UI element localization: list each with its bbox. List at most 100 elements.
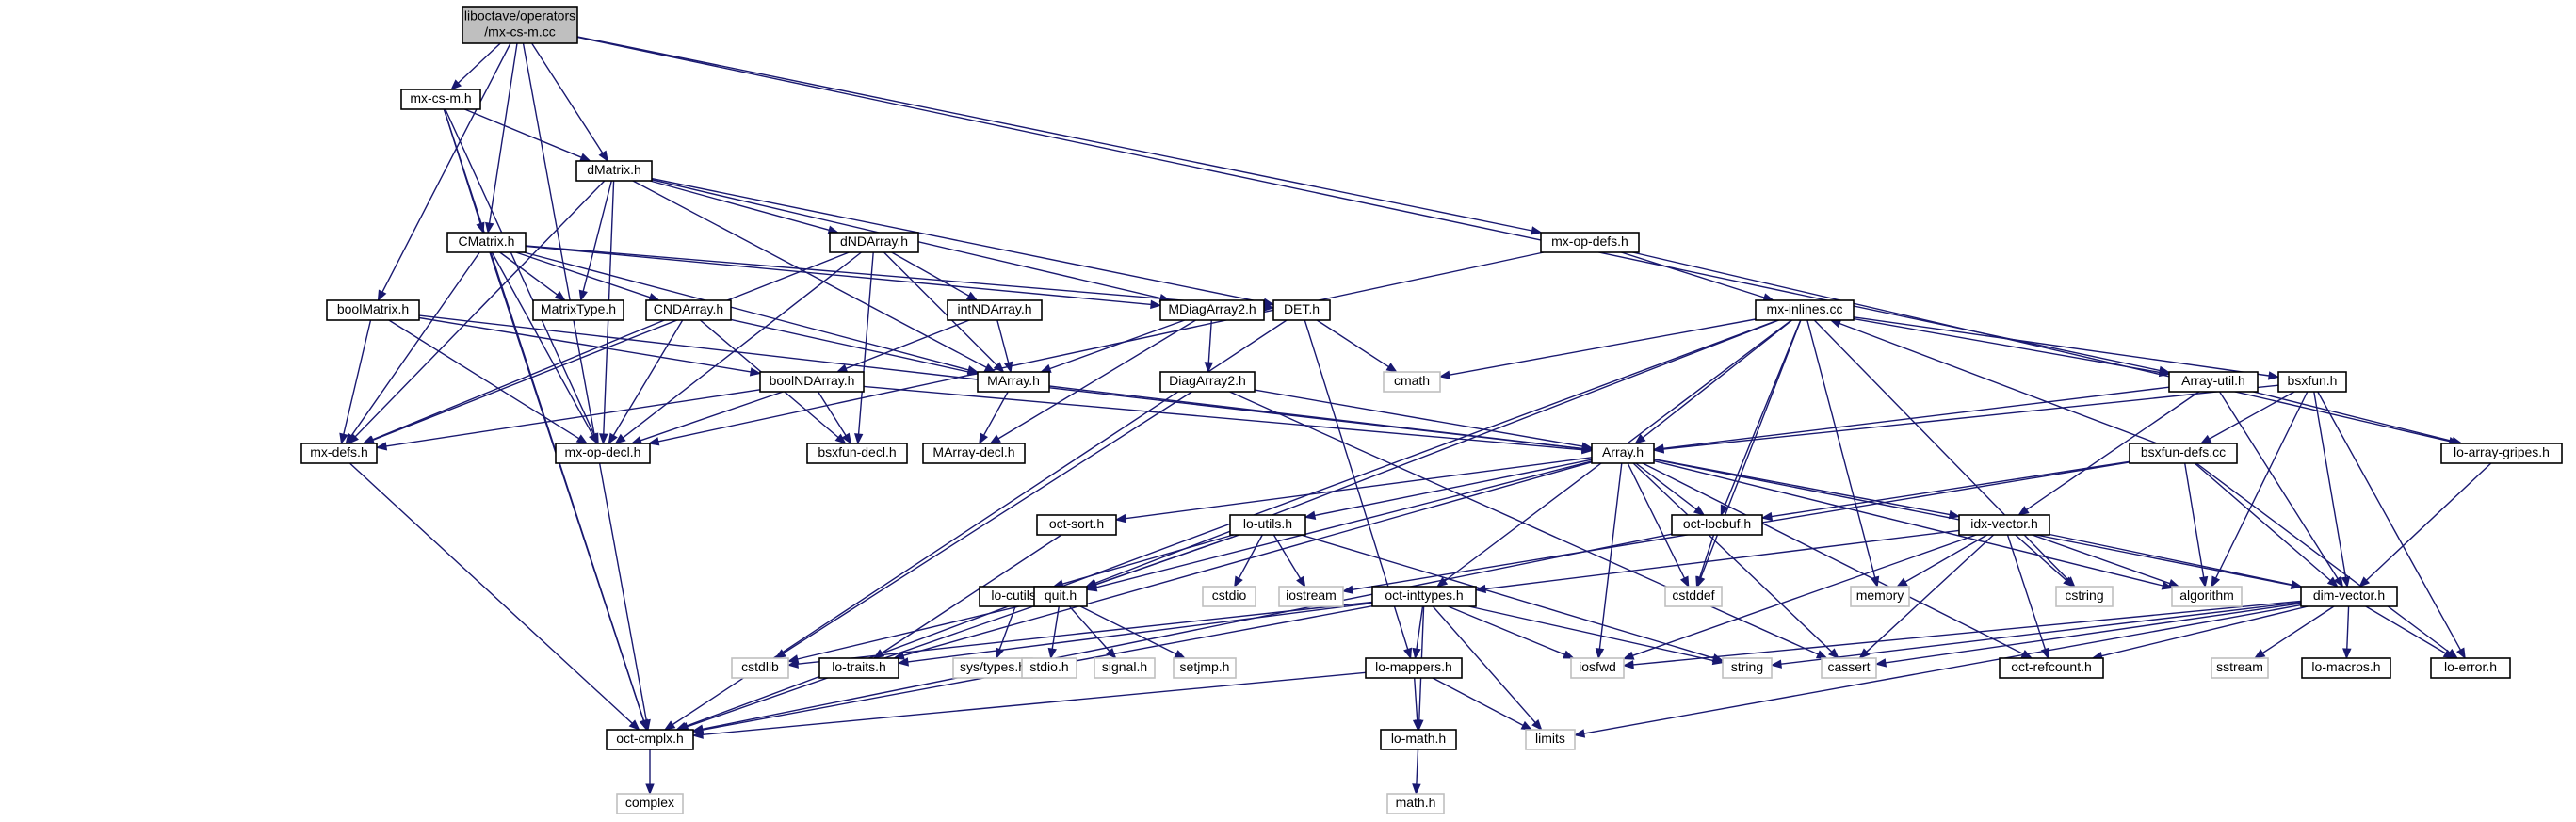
dependency-edge-Array-h-to-oct-locbuf-h: [1635, 462, 1706, 516]
node-label: oct-locbuf.h: [1683, 516, 1751, 531]
edge-line: [818, 391, 847, 436]
node-box: [1386, 793, 1445, 814]
node-dim-vector-h[interactable]: dim-vector.h: [2300, 586, 2398, 607]
node-sys-types-h: sys/types.h: [952, 657, 1033, 679]
node-mx-cs-m-h[interactable]: mx-cs-m.h: [400, 89, 481, 110]
dependency-edge-dMatrix-h-to-MatrixType-h: [578, 180, 612, 302]
edge-arrowhead: [2358, 576, 2371, 588]
node-label: DiagArray2.h: [1169, 373, 1246, 388]
node-DET-h[interactable]: DET.h: [1272, 299, 1331, 321]
node-mx-defs-h[interactable]: mx-defs.h: [300, 443, 378, 464]
node-label: dNDArray.h: [840, 234, 908, 249]
node-box: [2211, 657, 2269, 679]
edge-line: [499, 251, 559, 296]
node-boolMatrix-h[interactable]: boolMatrix.h: [326, 299, 420, 321]
edge-line: [797, 601, 1373, 665]
node-memory: memory: [1850, 586, 1910, 607]
node-label: quit.h: [1045, 588, 1077, 603]
node-label: boolMatrix.h: [337, 301, 409, 316]
edge-line: [883, 251, 997, 366]
node-string: string: [1722, 657, 1773, 679]
node-box: [2129, 443, 2238, 464]
node-quit-h[interactable]: quit.h: [1033, 586, 1088, 607]
node-oct-locbuf-h[interactable]: oct-locbuf.h: [1671, 514, 1763, 536]
dependency-edge-mx-inlines-cc-to-Array-util-h: [1853, 317, 2171, 378]
node-dMatrix-h[interactable]: dMatrix.h: [575, 160, 653, 182]
dependency-edge-boolNDArray-h-to-mx-defs-h: [375, 389, 761, 451]
edge-arrowhead: [1474, 584, 1486, 594]
node-DiagArray2-h[interactable]: DiagArray2.h: [1159, 371, 1256, 393]
edge-arrowhead: [1770, 659, 1782, 669]
node-boolNDArray-h[interactable]: boolNDArray.h: [759, 371, 865, 393]
node-root[interactable]: liboctave/operators/mx-cs-m.cc: [462, 6, 578, 44]
node-lo-traits-h[interactable]: lo-traits.h: [818, 657, 899, 679]
edge-arrowhead: [598, 150, 608, 163]
node-label: Array-util.h: [2181, 373, 2245, 388]
node-MArray-h[interactable]: MArray.h: [977, 371, 1050, 393]
node-CNDArray-h[interactable]: CNDArray.h: [645, 299, 732, 321]
node-oct-refcount-h[interactable]: oct-refcount.h: [1999, 657, 2104, 679]
edge-arrowhead: [589, 432, 598, 445]
edge-line: [2253, 391, 2454, 443]
node-bsxfun-decl-h[interactable]: bsxfun-decl.h: [806, 443, 908, 464]
edge-line: [1229, 391, 1819, 655]
node-mx-op-defs-h[interactable]: mx-op-defs.h: [1540, 232, 1640, 253]
dependency-edge-mx-inlines-cc-to-cstddef: [1696, 319, 1802, 588]
dependency-edge-oct-locbuf-h-to-cstddef: [1695, 534, 1715, 588]
node-box: [1202, 586, 1256, 607]
node-box: [759, 371, 865, 393]
dependency-edge-CMatrix-h-to-MDiagArray2-h: [525, 245, 1162, 310]
node-box: [1371, 586, 1477, 607]
node-MArray-decl-h[interactable]: MArray-decl.h: [922, 443, 1026, 464]
edge-arrowhead: [1815, 650, 1828, 659]
node-box: [1755, 299, 1855, 321]
edge-arrowhead: [1580, 442, 1594, 451]
node-oct-sort-h[interactable]: oct-sort.h: [1036, 514, 1117, 536]
edge-line: [1698, 534, 1715, 578]
edge-arrowhead: [1531, 719, 1543, 732]
edge-arrowhead: [841, 432, 852, 445]
dependency-edge-lo-array-gripes-h-to-dim-vector-h: [2358, 462, 2492, 588]
node-mx-op-decl-h[interactable]: mx-op-decl.h: [555, 443, 651, 464]
edge-line: [1049, 319, 1186, 370]
node-label: boolNDArray.h: [770, 373, 855, 388]
node-lo-error-h[interactable]: lo-error.h: [2430, 657, 2511, 679]
dependency-edge-mx-cs-m-h-to-dMatrix-h: [464, 108, 591, 162]
dependency-edge-boolNDArray-h-to-mx-op-decl-h: [630, 391, 784, 445]
node-Array-util-h[interactable]: Array-util.h: [2168, 371, 2259, 393]
dependency-edge-lo-utils-h-to-string: [1300, 534, 1725, 663]
node-lo-mappers-h[interactable]: lo-mappers.h: [1365, 657, 1463, 679]
node-lo-utils-h[interactable]: lo-utils.h: [1229, 514, 1306, 536]
node-Array-h[interactable]: Array.h: [1591, 443, 1655, 464]
node-oct-cmplx-h[interactable]: oct-cmplx.h: [606, 729, 694, 750]
node-CMatrix-h[interactable]: CMatrix.h: [446, 232, 527, 253]
node-MDiagArray2-h[interactable]: MDiagArray2.h: [1159, 299, 1265, 321]
node-limits: limits: [1525, 729, 1576, 750]
dependency-edge-lo-utils-h-to-cstdio: [1234, 534, 1263, 588]
dependency-edge-bsxfun-defs-cc-to-algorithm: [2184, 462, 2209, 588]
node-box: [806, 443, 908, 464]
edge-line: [1583, 604, 2302, 734]
node-idx-vector-h[interactable]: idx-vector.h: [1958, 514, 2050, 536]
edge-line: [582, 180, 612, 292]
dependency-edge-Array-h-to-oct-sort-h: [1114, 457, 1593, 524]
dependency-edge-oct-inttypes-h-to-lo-mappers-h: [1412, 605, 1424, 660]
edge-line: [524, 251, 969, 371]
node-mx-inlines-cc[interactable]: mx-inlines.cc: [1755, 299, 1855, 321]
dependency-edge-MDiagArray2-h-to-MArray-decl-h: [989, 319, 1196, 444]
node-intNDArray-h[interactable]: intNDArray.h: [947, 299, 1043, 321]
node-bsxfun-h[interactable]: bsxfun.h: [2277, 371, 2347, 393]
node-lo-macros-h[interactable]: lo-macros.h: [2301, 657, 2391, 679]
edge-line: [1813, 319, 2069, 581]
edge-line: [489, 251, 645, 721]
edge-layer: [339, 36, 2492, 796]
node-lo-math-h[interactable]: lo-math.h: [1380, 729, 1457, 750]
node-oct-inttypes-h[interactable]: oct-inttypes.h: [1371, 586, 1477, 607]
node-bsxfun-defs-cc[interactable]: bsxfun-defs.cc: [2129, 443, 2238, 464]
edge-line: [1806, 319, 1876, 578]
node-label: cstdio: [1212, 588, 1247, 603]
node-MatrixType-h[interactable]: MatrixType.h: [532, 299, 624, 321]
node-dNDArray-h[interactable]: dNDArray.h: [829, 232, 919, 253]
node-lo-array-gripes-h[interactable]: lo-array-gripes.h: [2440, 443, 2563, 464]
node-label: cmath: [1394, 373, 1430, 388]
